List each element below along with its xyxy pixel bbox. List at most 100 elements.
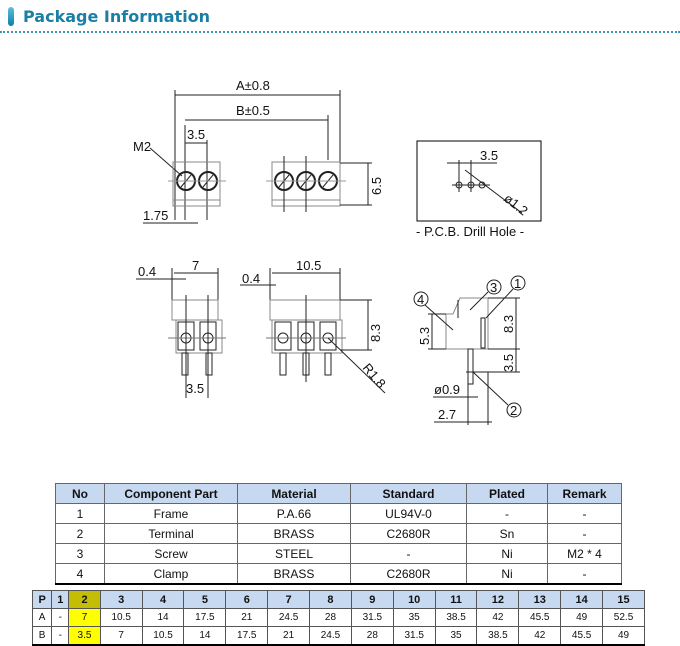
cell: Frame: [104, 503, 238, 524]
cell: 42: [476, 608, 520, 627]
col-header: Component Part: [104, 483, 238, 504]
pitch2-label: 3.5: [186, 381, 204, 396]
pin-pos-label: 2.7: [438, 407, 456, 422]
col-header: 13: [518, 590, 562, 609]
col-header: No: [55, 483, 105, 504]
cell: B: [31, 626, 53, 646]
drill-pitch-label: 3.5: [480, 148, 498, 163]
cell: 31.5: [392, 626, 436, 646]
col-header: 6: [225, 590, 269, 609]
cell: -: [466, 503, 548, 524]
cell: BRASS: [237, 563, 351, 584]
cell: M2 * 4: [547, 543, 622, 564]
side-view: 5.3 8.3 3.5 4 3 1 2 ø0.9 2.7: [413, 275, 526, 425]
page-title: Package Information: [23, 6, 211, 26]
package-drawing: A±0.8 B±0.5 3.5 M2 6.5 1.75 3.5 ø1.2 - P…: [133, 78, 542, 425]
component-parts-table: No Component Part Material Standard Plat…: [55, 483, 622, 585]
cell: 14: [141, 608, 185, 627]
callout-4: 4: [417, 292, 424, 307]
cell: 35: [392, 608, 436, 627]
cell: 35: [434, 626, 478, 646]
cell: 4: [55, 563, 105, 584]
cell: 42: [518, 626, 562, 646]
height2-label: 8.3: [368, 324, 383, 342]
cell: -: [547, 523, 622, 544]
table-header-row: No Component Part Material Standard Plat…: [55, 483, 622, 504]
col-header: 10: [392, 590, 436, 609]
cell: UL94V-0: [350, 503, 467, 524]
cell: -: [547, 503, 622, 524]
cell: 24.5: [309, 626, 352, 646]
callout-1: 1: [514, 276, 521, 291]
cell: 21: [267, 626, 311, 646]
col-header: P: [31, 590, 53, 609]
h1-label: 5.3: [417, 327, 432, 345]
col-header: 15: [602, 590, 645, 609]
cell: 38.5: [476, 626, 520, 646]
cell: C2680R: [350, 563, 467, 584]
screw-label: M2: [133, 139, 151, 154]
width1-label: 7: [192, 258, 199, 273]
cell: -: [350, 543, 467, 564]
col-header: 11: [434, 590, 478, 609]
pitch-label: 3.5: [187, 127, 205, 142]
radius-label: R1.8: [360, 360, 389, 391]
cell: 52.5: [602, 608, 645, 627]
cell: C2680R: [350, 523, 467, 544]
header-bar-icon: [8, 6, 14, 26]
col-header: 3: [99, 590, 143, 609]
cell: 49: [560, 608, 604, 627]
header-divider: [0, 31, 680, 33]
col-header: 2: [68, 590, 101, 609]
cell: 49: [602, 626, 645, 646]
col-header: 7: [267, 590, 311, 609]
cell: 3: [55, 543, 105, 564]
col-header: 1: [51, 590, 70, 609]
cell: 24.5: [267, 608, 311, 627]
pin-len-label: 3.5: [501, 354, 516, 372]
cell: 7: [68, 608, 101, 627]
cell: 7: [99, 626, 143, 646]
offset2-label: 0.4: [242, 271, 260, 286]
cell: Terminal: [104, 523, 238, 544]
cell: A: [31, 608, 53, 627]
pcb-drill-hole: 3.5 ø1.2 - P.C.B. Drill Hole -: [416, 140, 542, 239]
cell: 45.5: [518, 608, 562, 627]
col-header: 4: [141, 590, 185, 609]
cell: 2: [55, 523, 105, 544]
cell: 10.5: [99, 608, 143, 627]
h2-label: 8.3: [501, 315, 516, 333]
section-header: Package Information: [8, 4, 210, 28]
col-header: 14: [560, 590, 604, 609]
cell: 31.5: [350, 608, 394, 627]
col-header: 8: [309, 590, 352, 609]
cell: 3.5: [68, 626, 101, 646]
col-header: 12: [476, 590, 520, 609]
callout-2: 2: [510, 403, 517, 418]
cell: BRASS: [237, 523, 351, 544]
col-header: Standard: [350, 483, 467, 504]
top-view: A±0.8 B±0.5 3.5 M2 6.5 1.75: [133, 78, 384, 224]
cell: STEEL: [237, 543, 351, 564]
height-label: 6.5: [369, 177, 384, 195]
cell: 10.5: [141, 626, 185, 646]
cell: Clamp: [104, 563, 238, 584]
col-header: 9: [350, 590, 394, 609]
col-header: Material: [237, 483, 351, 504]
dim-a-label: A±0.8: [236, 78, 270, 93]
col-header: Plated: [466, 483, 548, 504]
cell: Screw: [104, 543, 238, 564]
cell: P.A.66: [237, 503, 351, 524]
cell: 1: [55, 503, 105, 524]
front-view: 0.4 7 3.5 0.4 10.5 8.3 R1.8: [136, 258, 389, 398]
cell: 17.5: [183, 608, 227, 627]
cell: 28: [350, 626, 394, 646]
drill-hole-label: ø1.2: [501, 191, 531, 219]
cell: 14: [183, 626, 227, 646]
